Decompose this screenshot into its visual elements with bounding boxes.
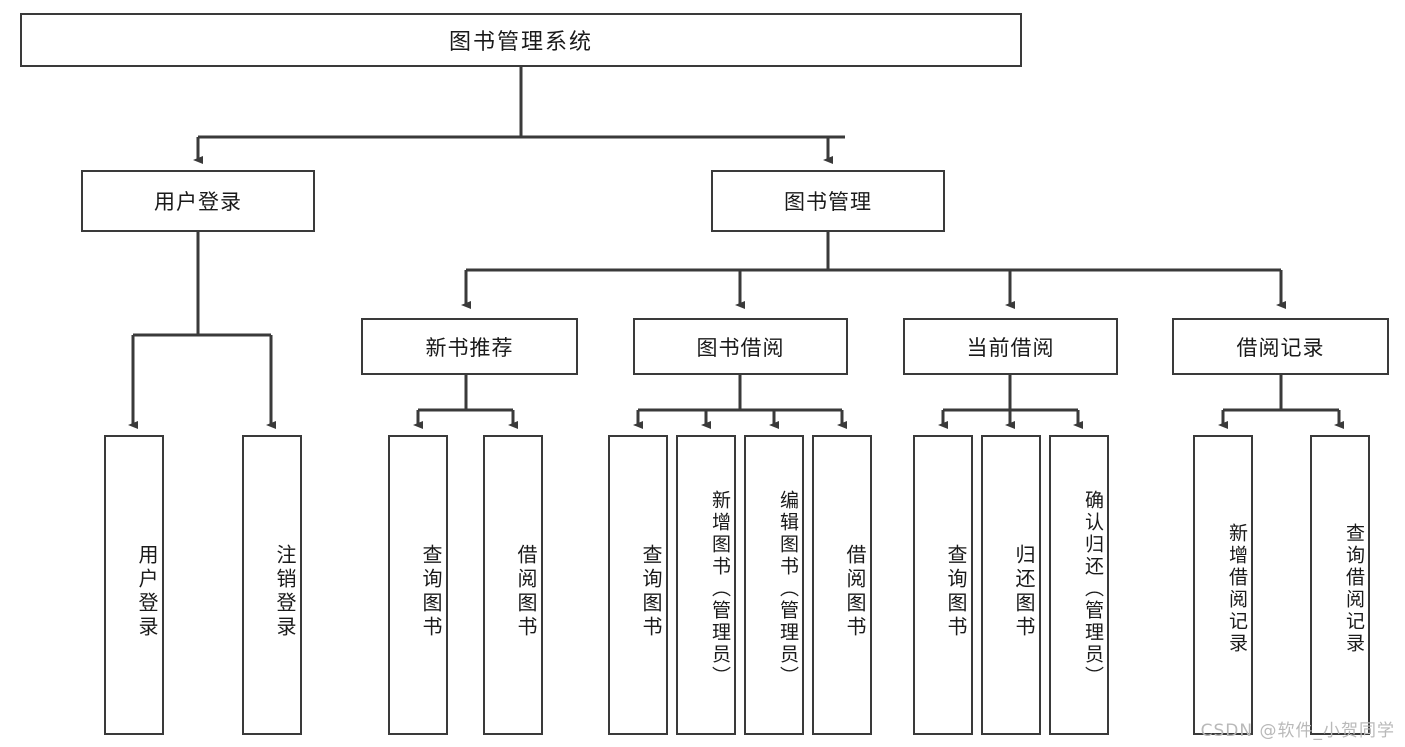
leaf-record-add-record[interactable]: 新增借阅记录	[1193, 435, 1253, 735]
leaf-current-query-book[interactable]: 查询图书	[913, 435, 973, 735]
node-user-login[interactable]: 用户登录	[81, 170, 315, 232]
leaf-new-book-query[interactable]: 查询图书	[388, 435, 448, 735]
leaf-new-book-borrow[interactable]: 借阅图书	[483, 435, 543, 735]
leaf-user-login-login[interactable]: 用户登录	[104, 435, 164, 735]
node-borrow-record[interactable]: 借阅记录	[1172, 318, 1389, 375]
leaf-borrow-add-book-admin[interactable]: 新增图书（管理员）	[676, 435, 736, 735]
node-book-management[interactable]: 图书管理	[711, 170, 945, 232]
leaf-user-login-logout[interactable]: 注销登录	[242, 435, 302, 735]
leaf-record-query-record[interactable]: 查询借阅记录	[1310, 435, 1370, 735]
node-root-system[interactable]: 图书管理系统	[20, 13, 1022, 67]
node-current-borrow[interactable]: 当前借阅	[903, 318, 1118, 375]
node-new-book-recommend[interactable]: 新书推荐	[361, 318, 578, 375]
leaf-borrow-query-book[interactable]: 查询图书	[608, 435, 668, 735]
leaf-borrow-edit-book-admin[interactable]: 编辑图书（管理员）	[744, 435, 804, 735]
leaf-current-return-book[interactable]: 归还图书	[981, 435, 1041, 735]
leaf-current-confirm-return-admin[interactable]: 确认归还（管理员）	[1049, 435, 1109, 735]
watermark-text: CSDN @软件_小贺同学	[1200, 721, 1395, 741]
leaf-borrow-borrow-book[interactable]: 借阅图书	[812, 435, 872, 735]
node-book-borrow[interactable]: 图书借阅	[633, 318, 848, 375]
